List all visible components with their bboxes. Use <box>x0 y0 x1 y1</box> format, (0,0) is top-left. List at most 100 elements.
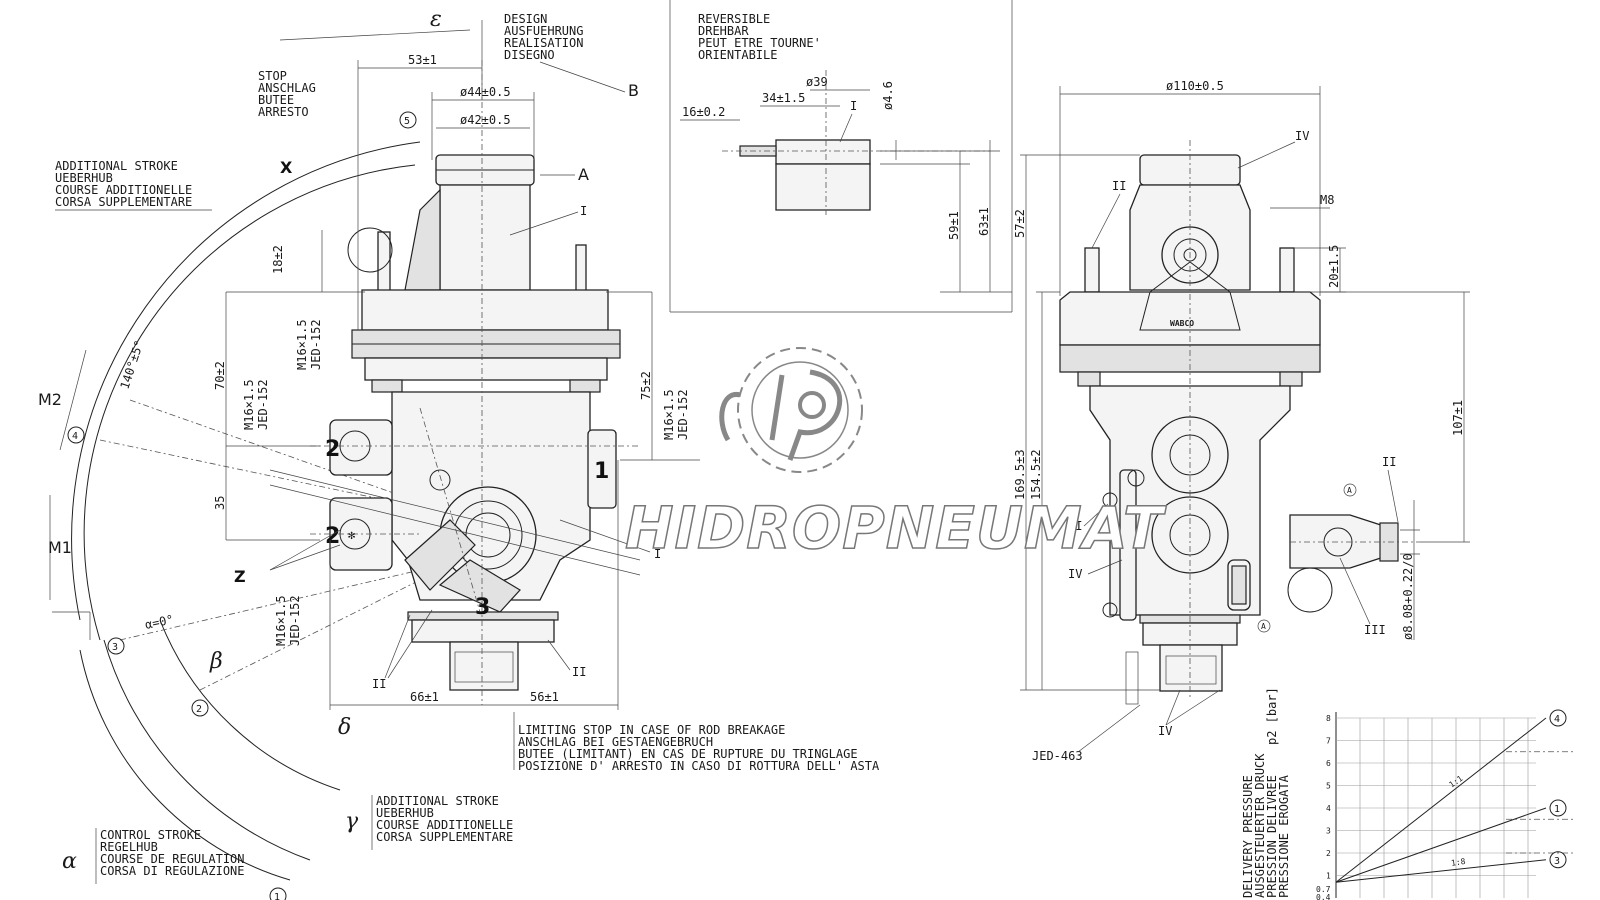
chart-series-label: 3 <box>1554 856 1560 867</box>
angle-arcs <box>49 20 483 881</box>
roman-1-label: I <box>580 204 587 218</box>
control-stroke-line: REGELHUB <box>100 840 158 854</box>
design-note-line: DISEGNO <box>504 48 555 62</box>
b-label: B <box>628 81 639 100</box>
delivery-pressure-line: AUSGESTEUERTER DRUCK <box>1253 753 1267 898</box>
watermark-text: HIDROPNEUMAT <box>625 494 1167 562</box>
dim-70: 70±2 <box>213 361 227 390</box>
epsilon-label: ε <box>430 7 442 32</box>
limiting-stop-line: BUTEE (LIMITANT) EN CAS DE RUPTURE DU TR… <box>518 747 858 761</box>
stop-note: STOP ANSCHLAG BUTEE ARRESTO <box>258 69 316 119</box>
jed463-label: JED-463 <box>1032 749 1083 763</box>
dim-66: 66±1 <box>410 690 439 704</box>
breather-icon: ✻ <box>348 528 355 542</box>
stop-note-line: STOP <box>258 69 287 83</box>
stop-note-line: BUTEE <box>258 93 294 107</box>
roman-3-right: III <box>1364 623 1386 637</box>
chart-series-label: 4 <box>1554 714 1560 725</box>
circled-2: 2 <box>196 704 202 715</box>
reversible-note: REVERSIBLE DREHBAR PEUT ETRE TOURNE' ORI… <box>698 12 821 62</box>
stop-note-line: ANSCHLAG <box>258 81 316 95</box>
additional-stroke-note: ADDITIONAL STROKE UEBERHUB COURSE ADDITI… <box>55 159 212 211</box>
chart-y-tick: 7 <box>1326 737 1331 746</box>
chart-y-tick: 3 <box>1326 827 1331 836</box>
roman-4-bottom: IV <box>1158 724 1172 738</box>
valve-left-view <box>269 60 641 705</box>
dim-44: ø44±0.5 <box>460 85 511 99</box>
chart-y-tick: 2 <box>1326 849 1331 858</box>
limiting-stop-line: ANSCHLAG BEI GESTAENGEBRUCH <box>518 735 713 749</box>
p2-unit-label: p2 [bar] <box>1265 687 1279 745</box>
dim-63: 63±1 <box>977 207 991 236</box>
chart-y-tick: 5 <box>1326 782 1331 791</box>
roman-2-right: II <box>1382 455 1396 469</box>
a-mark-upper: A <box>1347 486 1352 495</box>
dim-57: 57±2 <box>1013 209 1027 238</box>
roman-2-left: II <box>1068 519 1082 533</box>
additional-stroke-line: CORSA SUPPLEMENTARE <box>376 830 513 844</box>
port-1-label: 1 <box>594 459 609 484</box>
dim-18: 18±2 <box>271 245 285 274</box>
dim-42: ø42±0.5 <box>460 113 511 127</box>
alpha-zero-label: α=0° <box>144 612 175 632</box>
circled-3: 3 <box>112 642 118 653</box>
delivery-pressure-note: DELIVERY PRESSURE AUSGESTEUERTER DRUCK P… <box>1241 687 1291 898</box>
thread-d2: JED-152 <box>676 389 690 440</box>
chart-y-tick: 4 <box>1326 804 1331 813</box>
m1-label: M1 <box>48 538 72 557</box>
thread-b2: JED-152 <box>256 379 270 430</box>
z-label: Z <box>234 567 246 586</box>
wabco-brand: WABCO <box>1170 319 1194 328</box>
a-mark-lower: A <box>1261 622 1266 631</box>
roman-2-label: II <box>372 677 386 691</box>
chart-series-line <box>1335 717 1547 883</box>
dim-808: ø8.08+0.22/0 <box>1401 553 1415 640</box>
port-2-lower-label: 2 <box>325 524 340 549</box>
additional-stroke-line: CORSA SUPPLEMENTARE <box>55 195 192 209</box>
alpha-label: α <box>62 849 77 874</box>
dim-53: 53±1 <box>408 53 437 67</box>
dim-46: ø4.6 <box>881 81 895 110</box>
delivery-pressure-line: DELIVERY PRESSURE <box>1241 775 1255 898</box>
chart-series-marker <box>1549 799 1567 817</box>
roman-4-left: IV <box>1068 567 1082 581</box>
chart-series <box>1335 717 1547 883</box>
m8-label: M8 <box>1320 193 1334 207</box>
reversible-note-line: DREHBAR <box>698 24 749 38</box>
design-note-line: REALISATION <box>504 36 583 50</box>
delivery-pressure-line: PRESSION DELIVREE <box>1265 775 1279 898</box>
gear-logo-icon <box>719 347 863 473</box>
left-view-dimensions: 53±1 ø44±0.5 ø42±0.5 18±2 70±2 35 M16×1.… <box>213 53 700 710</box>
stop-note-line: ARRESTO <box>258 105 309 119</box>
control-stroke-line: COURSE DE REGULATION <box>100 852 245 866</box>
valve-right-view: WABCO <box>1059 140 1420 700</box>
reversible-note-line: REVERSIBLE <box>698 12 770 26</box>
chart-grid <box>1335 712 1576 898</box>
dim-140: 140°±5° <box>118 338 147 390</box>
dim-110: ø110±0.5 <box>1166 79 1224 93</box>
additional-stroke-line: ADDITIONAL STROKE <box>55 159 178 173</box>
dim-59: 59±1 <box>947 211 961 240</box>
control-stroke-note: CONTROL STROKE REGELHUB COURSE DE REGULA… <box>95 828 245 884</box>
chart-series-line <box>1335 859 1547 883</box>
circled-1: 1 <box>274 892 280 900</box>
chart-series-line <box>1335 807 1547 883</box>
watermark: HIDROPNEUMAT <box>624 347 1167 563</box>
reversible-note-line: ORIENTABILE <box>698 48 777 62</box>
thread-a: M16×1.5 <box>295 319 309 370</box>
control-stroke-line: CORSA DI REGULAZIONE <box>100 864 245 878</box>
m2-label: M2 <box>38 390 62 409</box>
chart-series-label: 1 <box>1554 804 1560 815</box>
roman-1-detail: I <box>850 99 857 113</box>
thread-a2: JED-152 <box>309 319 323 370</box>
thread-c2: JED-152 <box>288 595 302 646</box>
chart-y-tick: 0.4 <box>1316 893 1331 900</box>
thread-b: M16×1.5 <box>242 379 256 430</box>
delta-label: δ <box>338 715 351 740</box>
additional-stroke-note-2: ADDITIONAL STROKE UEBERHUB COURSE ADDITI… <box>371 794 513 850</box>
additional-stroke-line: UEBERHUB <box>376 806 434 820</box>
limiting-stop-line: LIMITING STOP IN CASE OF ROD BREAKAGE <box>518 723 785 737</box>
